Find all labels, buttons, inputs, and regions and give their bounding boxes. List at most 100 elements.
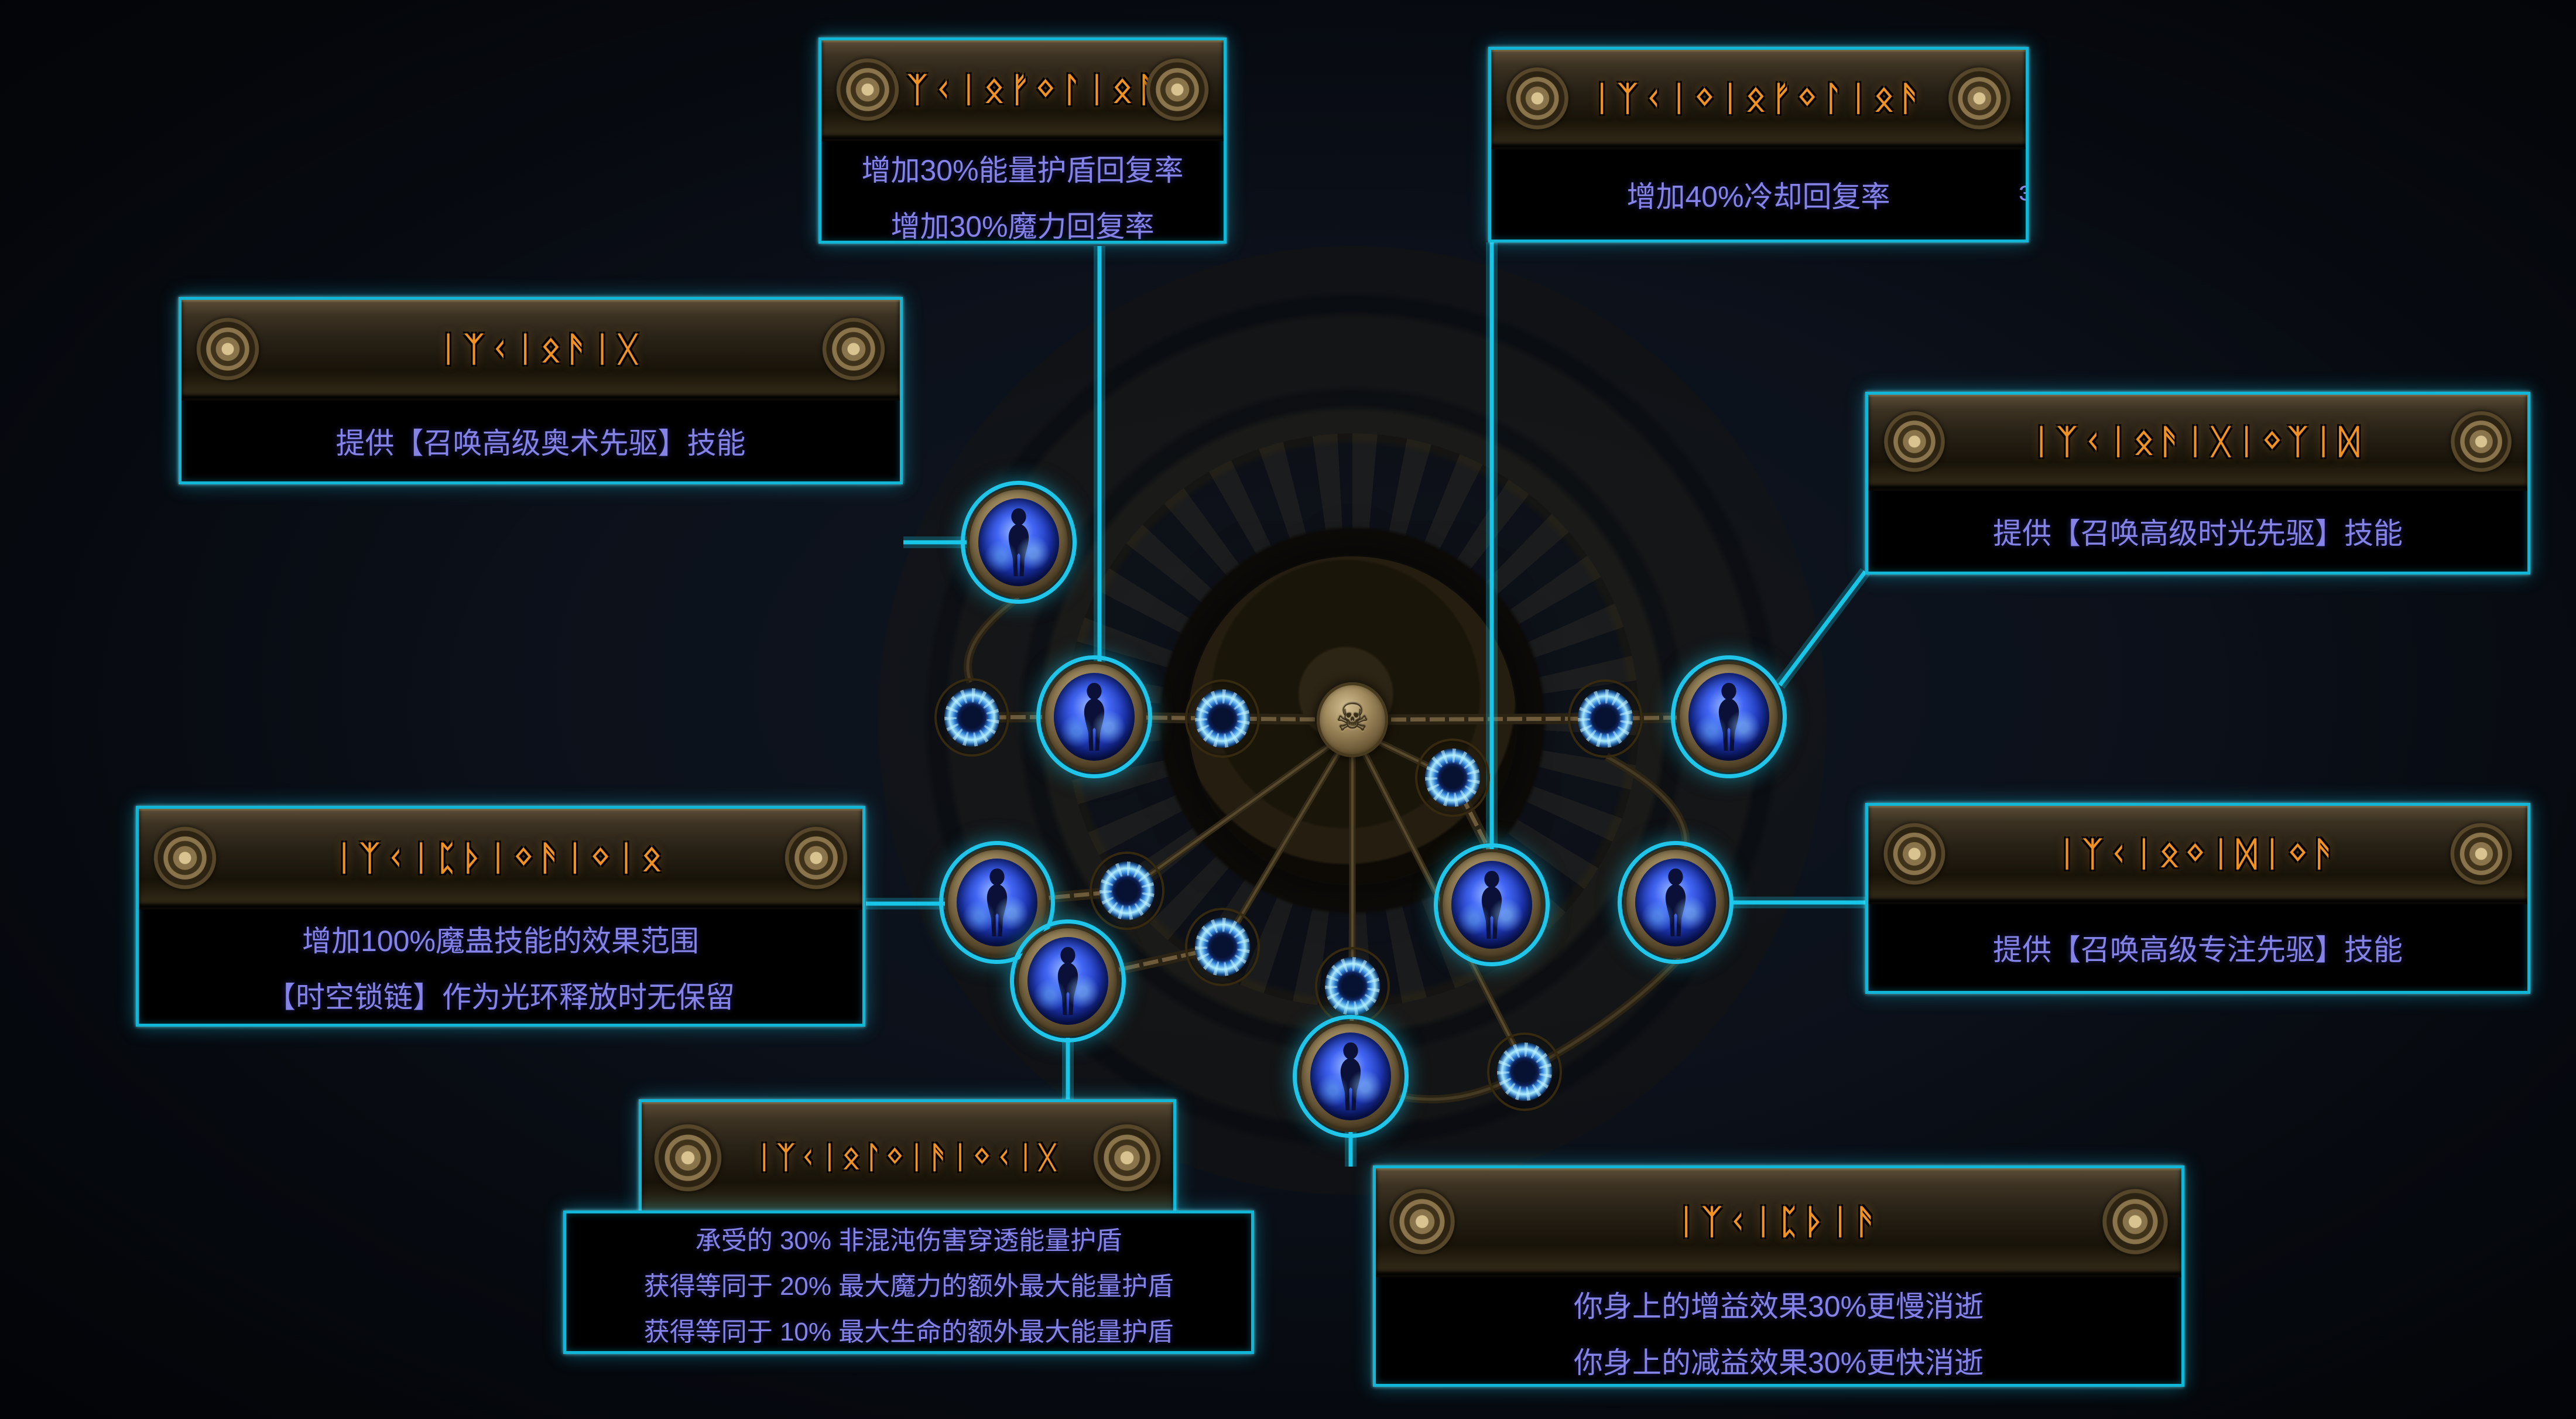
ornament-medallion-icon [2437, 808, 2525, 900]
node-art [1054, 673, 1135, 761]
tooltip-hex-range: ᛁᛉᚲᛁᛈᚦᛁᛜᚫᛁᛜᛁᛟ 增加100%魔蛊技能的效果范围 【时空锁链】作为光环… [136, 806, 865, 1027]
ornament-medallion-icon [141, 811, 229, 905]
tooltip-body-box: 承受的 30% 非混沌伤害穿透能量护盾 获得等同于 20% 最大魔力的额外最大能… [563, 1211, 1254, 1354]
tooltip-header: ᛁᛉᚲᛁᛜᛁᛟᚠᛜᛚᛁᛟᚫ [1491, 50, 2026, 149]
link-archi [1523, 955, 1683, 1073]
tooltip-body: 承受的 30% 非混沌伤害穿透能量护盾 获得等同于 20% 最大魔力的额外最大能… [566, 1213, 1251, 1351]
figure-silhouette-icon [1057, 947, 1078, 1015]
ornament-medallion-icon [772, 811, 860, 905]
stat-line: 【时空锁链】作为光环释放时无保留 [266, 980, 735, 1014]
stat-line: 你身上的增益效果30%更慢消逝 [1573, 1290, 1984, 1323]
passive-node-small-6[interactable] [1185, 908, 1260, 986]
node-art [1688, 673, 1769, 761]
link-spokehi [1221, 728, 1354, 948]
passive-node-es-bypass-notable[interactable] [1010, 919, 1126, 1042]
skull-icon: ☠ [1335, 696, 1369, 739]
node-art [978, 498, 1059, 586]
rune-title: ᛁᛉᚲᛁᛈᚦᛁᛜᚫᛁᛜᛁᛟ [334, 838, 667, 878]
link-cyan [1778, 570, 1867, 687]
rune-title: ᛁᛉᚲᛁᛟᚫᛁᚷ [438, 329, 643, 369]
node-art [1310, 1032, 1391, 1120]
rune-title: ᛁᛉᚲᛁᛟᚫᛁᚷᛁᛜᛉᛁᛞ [2031, 422, 2365, 461]
ornament-medallion-icon [1378, 1171, 1466, 1273]
rune-title: ᛁᛉᚲᛁᛟᛜᛁᛞᛁᛜᚫ [2057, 834, 2339, 874]
link-arc [964, 594, 1022, 684]
stat-line: 增加30%能量护盾回复率 [861, 154, 1184, 187]
node-art [1027, 937, 1108, 1025]
stat-line: 你身上的减益效果30%更快消逝 [1573, 1346, 1984, 1379]
ornament-medallion-icon [1493, 52, 1581, 145]
tooltip-body: 提供【召唤高级专注先驱】技能 [1868, 904, 2527, 991]
stat-line: 提供【召唤高级专注先驱】技能 [1993, 934, 2403, 966]
node-art [1099, 861, 1155, 920]
allocated-ring [1293, 1015, 1409, 1138]
passive-node-herald-time-notable[interactable] [1671, 655, 1787, 778]
passive-node-hex-notable[interactable] [939, 841, 1055, 964]
figure-silhouette-icon [1665, 869, 1686, 936]
stat-line: 提供【召唤高级奥术先驱】技能 [335, 427, 746, 460]
allocated-ring [1671, 655, 1787, 778]
ornament-medallion-icon [1133, 43, 1221, 136]
passive-node-herald-arcane-notable[interactable] [961, 481, 1077, 604]
tooltip-body: 增加100%魔蛊技能的效果范围 【时空锁链】作为光环释放时无保留 [139, 909, 862, 1024]
node-art [1325, 957, 1380, 1015]
link-arc [1522, 953, 1685, 1076]
ornament-medallion-icon [824, 43, 912, 136]
ornament-medallion-icon [1871, 808, 1958, 900]
ornament-medallion-icon [2091, 1171, 2179, 1273]
link-archi [1605, 755, 1687, 851]
passive-node-regen-notable[interactable] [1036, 655, 1152, 778]
rune-title: ᛁᛉᚲᛁᛟᚠᛜᛚᛁᛟᚫ [881, 70, 1164, 110]
allocated-ring [1434, 843, 1550, 966]
tooltip-header: ᛁᛉᚲᛁᛟᚫᛁᚷ [181, 300, 900, 401]
ornament-medallion-icon [1936, 52, 2023, 145]
ornament-medallion-icon [644, 1105, 732, 1211]
tooltip-header: ᛁᛉᚲᛁᛟᛜᛁᛞᛁᛜᚫ [1868, 806, 2527, 904]
tooltip-header-box: ᛁᛉᚲᛁᛟᛚᛜᛁᚫᛁᛜᚲᛁᚷ [639, 1099, 1176, 1216]
rune-title: ᛁᛉᚲᛁᛈᚦᛁᚫ [1676, 1202, 1882, 1242]
passive-node-small-3[interactable] [1568, 679, 1643, 758]
figure-silhouette-icon [1481, 871, 1502, 939]
passive-node-small-8[interactable] [1487, 1032, 1562, 1111]
passive-node-wheel-hub[interactable]: ☠ [1317, 682, 1388, 757]
tooltip-cooldown-recovery: ᛁᛉᚲᛁᛜᛁᛟᚠᛜᛚᛁᛟᚫ 增加40%冷却回复率 э [1488, 47, 2029, 242]
ornament-medallion-icon [810, 302, 898, 396]
tooltip-body: 提供【召唤高级时光先驱】技能 [1868, 491, 2527, 572]
tooltip-es-bypass: ᛁᛉᚲᛁᛟᛚᛜᛁᚫᛁᛜᚲᛁᚷ 承受的 30% 非混沌伤害穿透能量护盾 获得等同于… [563, 1099, 1254, 1354]
passive-node-small-5[interactable] [1090, 852, 1164, 930]
ornament-medallion-icon [2437, 397, 2525, 486]
allocated-ring [1618, 841, 1734, 964]
passive-node-buff-expiry-notable[interactable] [1293, 1015, 1409, 1138]
allocated-ring [1010, 919, 1126, 1042]
tooltip-header: ᛁᛉᚲᛁᛟᚫᛁᚷᛁᛜᛉᛁᛞ [1868, 395, 2527, 491]
link-spokehi [1126, 728, 1354, 892]
passive-node-cooldown-notable[interactable] [1434, 843, 1550, 966]
link-barhi [1352, 716, 1606, 722]
stat-line: 提供【召唤高级时光先驱】技能 [1993, 517, 2403, 550]
stat-line: 增加40%冷却回复率 [1626, 180, 1890, 213]
tooltip-body: 增加40%冷却回复率 [1491, 149, 2026, 240]
rune-title: ᛁᛉᚲᛁᛜᛁᛟᚠᛜᛚᛁᛟᚫ [1591, 78, 1926, 118]
tooltip-header: ᛁᛉᚲᛁᛈᚦᛁᛜᚫᛁᛜᛁᛟ [139, 809, 862, 909]
figure-silhouette-icon [1008, 508, 1029, 576]
node-rim [1317, 682, 1388, 757]
tooltip-header: ᛁᛉᚲᛁᛟᚠᛜᛚᛁᛟᚫ [821, 40, 1224, 141]
tooltip-es-mana-regen: ᛁᛉᚲᛁᛟᚠᛜᛚᛁᛟᚫ 增加30%能量护盾回复率 增加30%魔力回复率 [818, 37, 1227, 244]
tooltip-body: 增加30%能量护盾回复率 增加30%魔力回复率 [821, 141, 1224, 243]
passive-node-small-7[interactable] [1315, 947, 1390, 1025]
passive-node-small-4[interactable] [1415, 738, 1490, 817]
node-art [1578, 689, 1633, 748]
passive-node-small-2[interactable] [1185, 679, 1260, 758]
stat-line: 增加30%魔力回复率 [890, 210, 1155, 243]
rune-title: ᛁᛉᚲᛁᛟᛚᛜᛁᚫᛁᛜᚲᛁᚷ [755, 1140, 1060, 1175]
node-art [1195, 918, 1250, 976]
passive-node-small-1[interactable] [934, 678, 1009, 757]
node-art [1195, 689, 1250, 748]
figure-silhouette-icon [1340, 1042, 1361, 1110]
allocated-ring [1036, 655, 1152, 778]
tooltip-body: 提供【召唤高级奥术先驱】技能 [181, 401, 900, 481]
allocated-ring [961, 481, 1077, 604]
passive-node-herald-focus-notable[interactable] [1618, 841, 1734, 964]
node-art [957, 859, 1037, 946]
